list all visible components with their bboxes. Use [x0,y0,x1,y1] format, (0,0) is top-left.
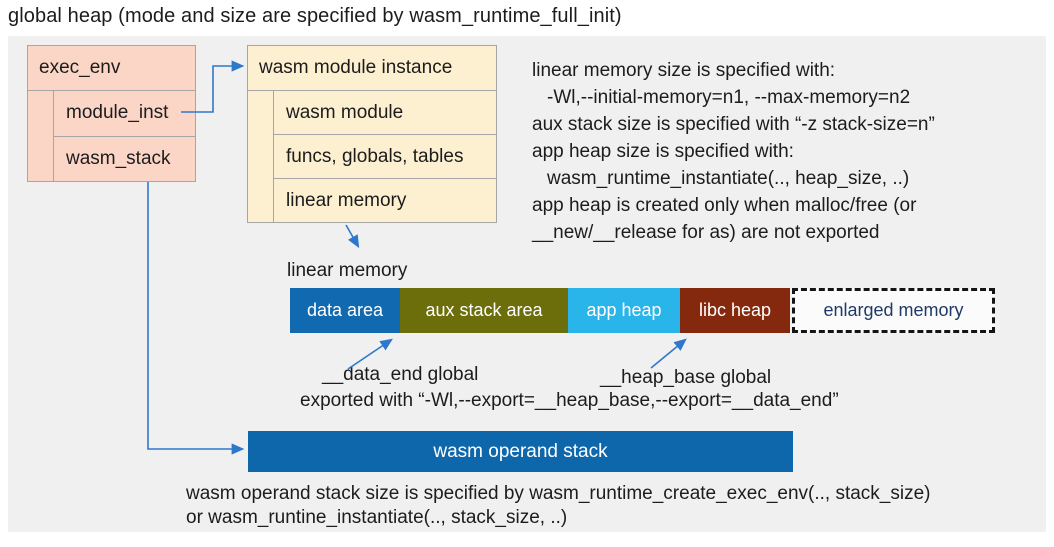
note-line: app heap size is specified with: [532,141,794,162]
exec-env-box: exec_env module_inst wasm_stack [27,45,196,182]
footer-notes: wasm operand stack size is specified by … [186,482,931,530]
module-instance-row-funcs-globals-tables: funcs, globals, tables [274,134,496,178]
footer-line: wasm operand stack size is specified by … [186,483,931,504]
module-instance-row-linear-memory: linear memory [274,178,496,222]
note-line: wasm_runtime_instantiate(.., heap_size, … [547,168,910,189]
linear-memory-label: linear memory [287,260,408,281]
module-instance-row-wasm-module: wasm module [286,101,404,123]
module-instance-rows: wasm module funcs, globals, tables linea… [273,91,496,222]
exec-env-row-wasm-stack: wasm_stack [54,135,195,182]
exec-env-rows: module_inst wasm_stack [53,91,195,181]
linear-memory-bar: data area aux stack area app heap libc h… [290,288,995,333]
segment-libc-heap: libc heap [680,288,790,333]
exported-with-label: exported with “-Wl,--export=__heap_base,… [300,390,839,411]
note-line: linear memory size is specified with: [532,60,836,81]
footer-line: or wasm_runtine_instantiate(.., stack_si… [186,507,568,528]
module-instance-header: wasm module instance [248,46,496,91]
note-line: app heap is created only when malloc/fre… [532,195,917,216]
module-instance-box: wasm module instance wasm module funcs, … [247,45,497,223]
segment-aux-stack-area: aux stack area [400,288,568,333]
note-line: aux stack size is specified with “-z sta… [532,114,935,135]
segment-data-area: data area [290,288,400,333]
notes-block: linear memory size is specified with: -W… [532,57,1032,246]
exec-env-header: exec_env [28,46,195,91]
heap-base-global-label: __heap_base global [600,367,772,388]
segment-enlarged-memory: enlarged memory [792,288,995,333]
segment-app-heap: app heap [568,288,680,333]
note-line: __new/__release for as) are not exported [532,222,880,243]
page-title: global heap (mode and size are specified… [8,5,622,27]
data-end-global-label: __data_end global [322,364,479,385]
note-line: -Wl,--initial-memory=n1, --max-memory=n2 [547,87,911,108]
wasm-operand-stack-bar: wasm operand stack [248,431,793,472]
exec-env-row-module-inst: module_inst [66,102,169,124]
